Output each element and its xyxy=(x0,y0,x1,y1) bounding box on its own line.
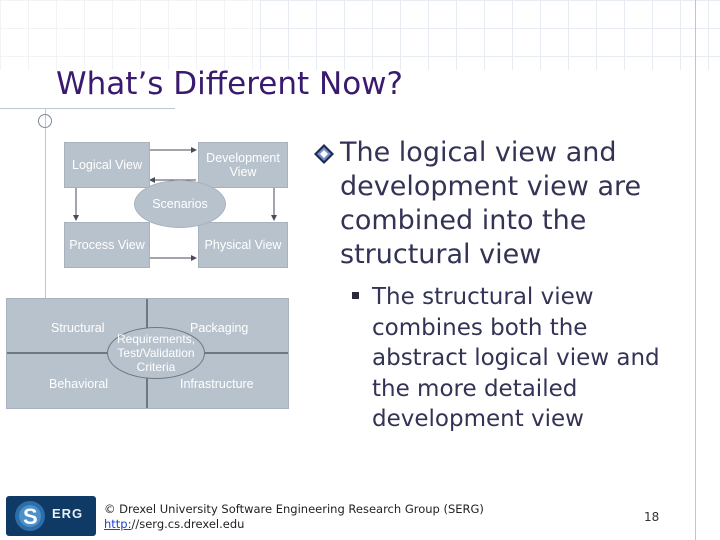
logical-view-label: Logical View xyxy=(72,158,142,172)
structural-label: Structural xyxy=(51,321,105,335)
right-divider-line xyxy=(695,0,696,540)
background-grid-left xyxy=(0,0,260,70)
physical-view-box: Physical View xyxy=(198,222,288,268)
physical-view-label: Physical View xyxy=(204,238,282,252)
footer-url-link[interactable]: http: xyxy=(104,517,132,531)
main-bullet-text: The logical view and development view ar… xyxy=(340,137,642,270)
footer-url[interactable]: http://serg.cs.drexel.edu xyxy=(104,517,244,531)
requirements-label-line2: Test/Validation xyxy=(117,346,195,360)
square-bullet-icon xyxy=(352,292,359,299)
process-view-label: Process View xyxy=(69,238,145,252)
page-number: 18 xyxy=(644,510,660,524)
view-model-diagram: Logical View Development View Process Vi… xyxy=(58,134,290,268)
sub-bullet-text: The structural view combines both the ab… xyxy=(372,284,660,432)
requirements-label-line3: Criteria xyxy=(136,360,176,374)
development-view-label-line2: View xyxy=(229,165,257,179)
infrastructure-label: Infrastructure xyxy=(180,377,254,391)
footer-copyright: © Drexel University Software Engineering… xyxy=(104,502,484,516)
slide-title: What’s Different Now? xyxy=(56,66,403,102)
background-grid xyxy=(260,0,720,70)
serg-logo-letter: S xyxy=(23,504,38,529)
title-underline xyxy=(0,108,175,109)
crosshair-icon xyxy=(38,114,52,128)
packaging-label: Packaging xyxy=(190,321,249,335)
process-view-box: Process View xyxy=(64,222,150,268)
behavioral-label: Behavioral xyxy=(49,377,109,391)
logical-view-box: Logical View xyxy=(64,142,150,188)
serg-logo-mark: S xyxy=(15,501,45,531)
left-divider-line xyxy=(45,108,46,308)
scenarios-ellipse: Scenarios xyxy=(134,180,226,228)
requirements-ellipse: Requirements, Test/Validation Criteria xyxy=(107,327,205,379)
diamond-bullet-icon xyxy=(314,144,334,164)
footer-url-rest: //serg.cs.drexel.edu xyxy=(131,517,245,531)
development-view-label-line1: Development xyxy=(206,151,280,165)
requirements-label-line1: Requirements, xyxy=(116,332,196,346)
structural-grid-lines xyxy=(7,299,288,408)
serg-logo: S ERG xyxy=(6,496,96,536)
structural-view-diagram: Structural Packaging Behavioral Infrastr… xyxy=(6,298,289,409)
scenarios-label: Scenarios xyxy=(152,197,208,211)
serg-logo-text: ERG xyxy=(52,506,84,521)
development-view-box: Development View xyxy=(198,142,288,188)
